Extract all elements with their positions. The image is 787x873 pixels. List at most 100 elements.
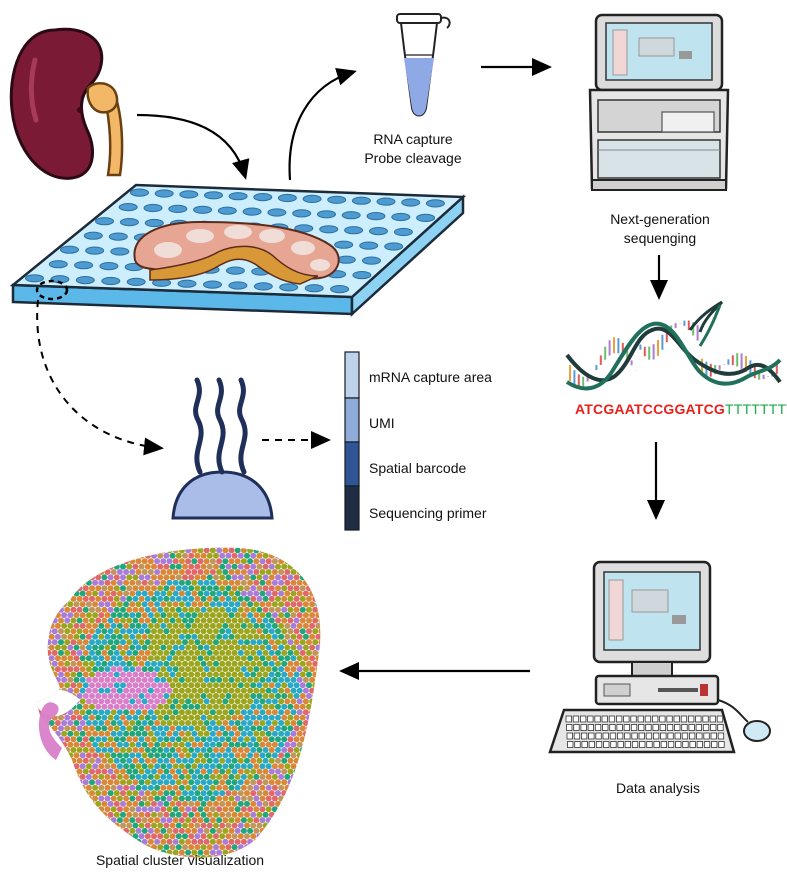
cluster-spot (265, 644, 272, 651)
cluster-spot (234, 644, 241, 651)
cluster-spot (120, 822, 126, 829)
cluster-spot (144, 693, 151, 699)
cluster-spot (154, 655, 161, 662)
cluster-spot (79, 741, 86, 748)
cluster-spot (129, 784, 136, 791)
cluster-spot (206, 811, 213, 818)
cluster-spot (206, 606, 213, 613)
cluster-spot (296, 666, 303, 673)
cluster-spot (219, 574, 226, 581)
cluster-spot (85, 806, 92, 813)
cluster-spot (306, 660, 312, 667)
cluster-spot (290, 579, 297, 586)
keyboard-key (637, 715, 644, 723)
cluster-spot (141, 773, 148, 780)
cluster-spot (169, 844, 176, 851)
slide-spot (253, 193, 273, 202)
cluster-spot (265, 547, 272, 554)
cluster-spot (185, 773, 192, 780)
cluster-spot (318, 703, 321, 710)
cluster-spot (98, 709, 105, 716)
cluster-spot (123, 752, 130, 759)
cluster-spot (284, 795, 291, 802)
cluster-spot (45, 639, 52, 646)
cluster-spot (299, 768, 306, 775)
cluster-spot (302, 741, 309, 748)
cluster-spot (293, 844, 300, 851)
cluster-spot (70, 779, 77, 786)
cluster-spot (110, 655, 117, 662)
cluster-spot (123, 720, 130, 726)
keyboard-key (667, 732, 674, 740)
cluster-spot (113, 552, 120, 559)
cluster-spot (278, 622, 285, 629)
keyboard-key (703, 741, 711, 748)
cluster-spot (36, 741, 43, 748)
cluster-spot (231, 747, 238, 753)
cluster-spot (95, 822, 102, 829)
cluster-spot (237, 649, 244, 656)
cluster-spot (256, 671, 263, 678)
cluster-spot (120, 833, 126, 840)
cluster-spot (290, 547, 297, 554)
cluster-spot (141, 730, 148, 737)
cluster-spot (61, 741, 68, 748)
keyboard-key (631, 741, 639, 748)
cluster-spot (51, 606, 58, 613)
slide-spot (362, 256, 381, 265)
slide-spot (25, 274, 44, 283)
cluster-spot (309, 666, 316, 673)
cluster-spot (284, 590, 291, 597)
cluster-spot (219, 595, 226, 602)
cluster-spot (194, 833, 201, 840)
cluster-spot (45, 757, 52, 764)
cluster-spot (322, 763, 328, 769)
cluster-spot (306, 639, 312, 646)
cluster-spot (92, 817, 99, 824)
cluster-spot (312, 779, 319, 786)
cluster-spot (64, 800, 71, 807)
cluster-spot (61, 676, 68, 683)
cluster-spot (309, 633, 316, 640)
cluster-spot (213, 574, 219, 581)
cluster-spot (206, 725, 213, 732)
cluster-spot (271, 612, 278, 619)
cluster-spot (92, 752, 99, 759)
cluster-spot (27, 736, 33, 742)
cluster-spot (154, 817, 161, 824)
cluster-spot (228, 795, 235, 802)
cluster-spot (138, 617, 145, 624)
cluster-spot (275, 671, 281, 678)
cluster-spot (147, 709, 154, 716)
cluster-spot (98, 741, 105, 748)
cluster-spot (182, 563, 188, 570)
cluster-spot (27, 693, 33, 699)
cluster-spot (256, 585, 263, 592)
detached-fragment (38, 702, 62, 760)
cluster-spot (206, 628, 213, 635)
cluster-spot (104, 547, 111, 554)
cluster-spot (275, 628, 281, 635)
cluster-spot (296, 741, 303, 748)
cluster-spot (64, 671, 71, 678)
cluster-spot (58, 617, 64, 624)
cluster-spot (54, 612, 61, 619)
cluster-spot (318, 747, 321, 753)
cluster-spot (213, 649, 219, 656)
cluster-spot (76, 660, 83, 667)
cluster-spot (188, 660, 195, 667)
cluster-spot (256, 833, 263, 840)
cluster-spot (138, 779, 145, 786)
cluster-spot (151, 725, 157, 732)
cluster-spot (182, 800, 188, 807)
cluster-spot (95, 639, 102, 646)
cluster-spot (231, 779, 238, 786)
cluster-spot (160, 817, 167, 824)
cluster-spot (206, 822, 213, 829)
cluster-spot (79, 612, 86, 619)
cluster-spot (67, 633, 74, 640)
cluster-spot (138, 833, 145, 840)
cluster-spot (39, 790, 46, 797)
cluster-spot (82, 639, 89, 646)
cluster-spot (51, 649, 58, 656)
